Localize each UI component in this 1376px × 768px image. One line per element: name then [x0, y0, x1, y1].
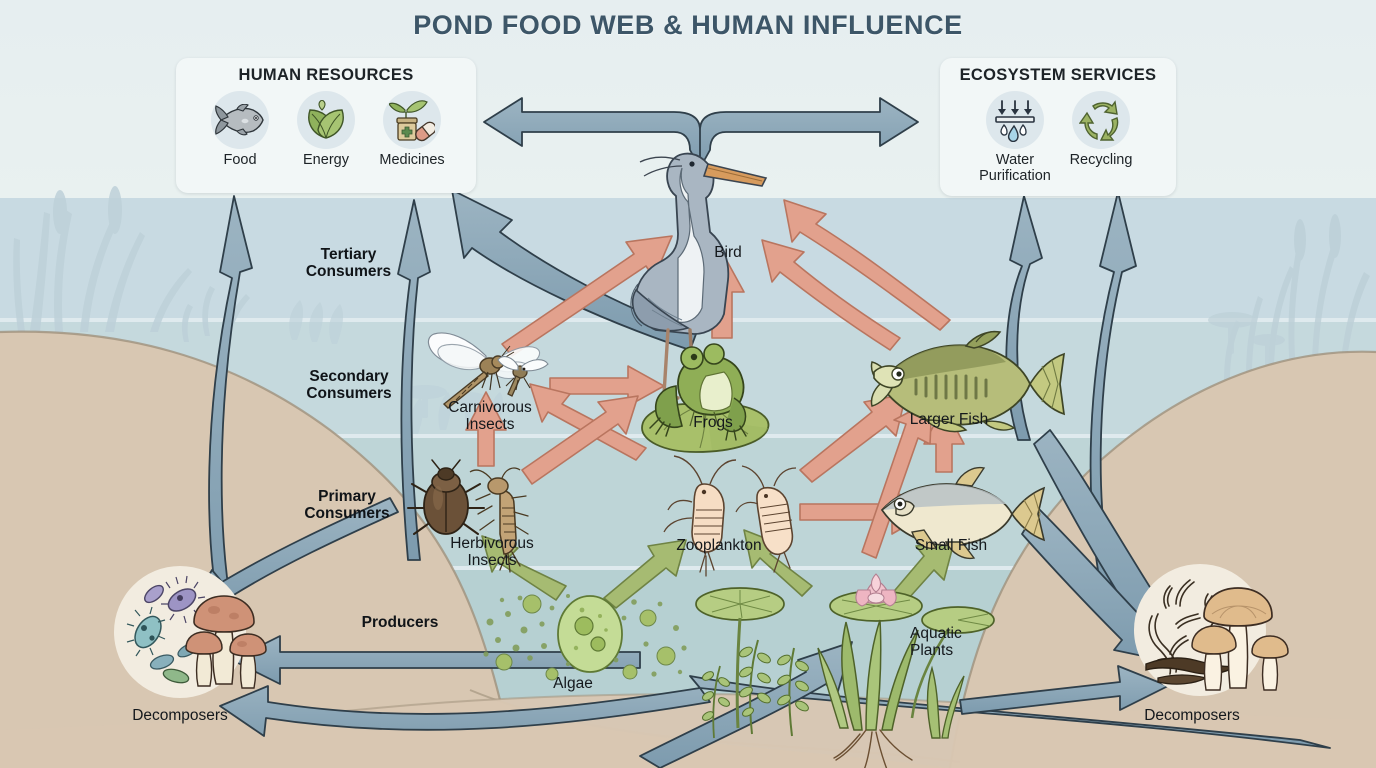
frog-icon	[641, 343, 770, 453]
organism-label-aquatic-plants: Aquatic Plants	[910, 625, 962, 659]
ecosystem-services-title: ECOSYSTEM SERVICES	[959, 66, 1157, 84]
left-bank-mushrooms	[403, 385, 504, 434]
arrow-bottom-to-decomposers-right	[959, 665, 1169, 715]
mushroom-group-right	[1191, 587, 1289, 691]
copepod-icon-2	[735, 465, 797, 573]
organism-label-frogs: Frogs	[693, 414, 733, 431]
organism-label-decomposers-right: Decomposers	[1144, 707, 1240, 724]
mayfly-larva-icon	[469, 467, 529, 573]
resource-label-food: Food	[223, 152, 257, 168]
water-lily-flower	[855, 573, 897, 607]
bass-fish-icon	[870, 330, 1066, 433]
organism-label-zooplankton: Zooplankton	[676, 537, 762, 554]
algae-icon	[483, 594, 687, 681]
medicine-bottle-icon	[383, 91, 441, 149]
service-item-recycling[interactable]: Recycling	[1063, 91, 1139, 184]
arrow-secondary-to-human-resources	[397, 199, 431, 561]
arrow-small-fish-to-decomposers	[1021, 507, 1163, 661]
beetle-icon	[407, 459, 485, 535]
right-reeds-silhouette	[1208, 214, 1370, 380]
tier-text-primary: Primary Consumers	[304, 488, 390, 523]
page-title: POND FOOD WEB & HUMAN INFLUENCE	[413, 10, 963, 40]
tier-label-tertiary: Tertiary Consumers	[286, 246, 411, 281]
leaf-icon	[297, 91, 355, 149]
organism-label-small-fish: Small Fish	[914, 537, 988, 554]
arrow-zooplankton-to-larger-fish	[799, 393, 907, 483]
tier-text-producers: Producers	[361, 614, 439, 631]
arrow-zooplankton-to-insects	[529, 383, 647, 461]
service-item-water-purification[interactable]: Water Purification	[977, 91, 1053, 184]
service-label-water-purification: Water Purification	[979, 152, 1051, 184]
panel-exchange-arrow	[483, 97, 919, 169]
water-filter-icon	[986, 91, 1044, 149]
fish-icon	[211, 91, 269, 149]
mushroom-group	[185, 595, 267, 689]
organism-label-herbivorous-insects: Herbivorous Insects	[450, 535, 534, 569]
tier-text-secondary: Secondary Consumers	[306, 368, 392, 403]
resource-label-medicines: Medicines	[379, 152, 445, 168]
resource-item-energy[interactable]: Energy	[288, 91, 364, 169]
organism-label-decomposers-left: Decomposers	[132, 707, 228, 724]
organism-label-carnivorous-insects: Carnivorous Insects	[448, 399, 532, 433]
copepod-icon	[663, 455, 737, 577]
arrow-herbivorous-to-carnivorous	[465, 391, 507, 467]
minnow-icon	[880, 466, 1046, 560]
bacteria-group	[126, 575, 206, 684]
tier-text-tertiary: Tertiary Consumers	[305, 246, 392, 281]
small-fly-icon	[497, 356, 549, 397]
tier-label-producers: Producers	[340, 614, 460, 631]
recycle-icon	[1072, 91, 1130, 149]
organism-label-bird: Bird	[714, 244, 742, 261]
ecosystem-services-panel: ECOSYSTEM SERVICES	[940, 58, 1176, 196]
service-label-recycling: Recycling	[1069, 152, 1133, 168]
arrow-herbivorous-to-frogs	[521, 395, 639, 485]
organism-label-algae: Algae	[553, 675, 593, 692]
bacteria-mushroom-icon	[114, 566, 267, 698]
tier-label-primary: Primary Consumers	[286, 488, 408, 523]
human-resources-title: HUMAN RESOURCES	[238, 66, 414, 84]
resource-label-energy: Energy	[303, 152, 349, 168]
tier-label-secondary: Secondary Consumers	[284, 368, 414, 403]
human-resources-panel: HUMAN RESOURCES Food	[176, 58, 476, 193]
arrow-insects-to-bird	[501, 235, 673, 357]
resource-item-food[interactable]: Food	[202, 91, 278, 169]
arrow-larger-fish-to-bird-2	[783, 199, 951, 331]
resource-item-medicines[interactable]: Medicines	[374, 91, 450, 169]
worm-mushroom-icon	[1134, 564, 1289, 696]
organism-label-larger-fish: Larger Fish	[909, 411, 989, 428]
aquatic-plant-icon	[695, 573, 995, 768]
arrow-decomposers-to-human-resources	[208, 195, 253, 641]
arrow-algae-to-zooplankton	[603, 539, 687, 609]
arrow-larger-fish-to-bird	[761, 239, 901, 351]
